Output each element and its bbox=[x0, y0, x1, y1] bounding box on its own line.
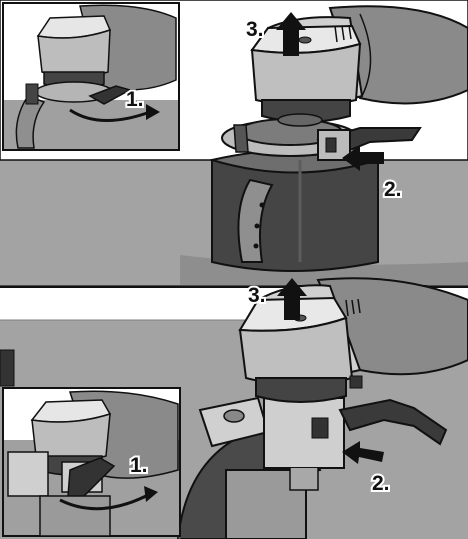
bottom-step-3-label: 3. bbox=[248, 284, 266, 307]
top-step-3-label: 3. bbox=[246, 18, 264, 41]
top-inset-step-1-label: 1. bbox=[126, 88, 144, 111]
bottom-inset bbox=[3, 388, 180, 536]
top-inset bbox=[3, 3, 179, 150]
top-panel: 3. 2. 1. bbox=[0, 0, 468, 285]
bottom-inset-step-1-label: 1. bbox=[130, 454, 148, 477]
bottom-panel: 3. 2. 1. bbox=[0, 278, 468, 539]
bottom-step-2-label: 2. bbox=[372, 472, 390, 495]
top-step-2-label: 2. bbox=[384, 178, 402, 201]
wheel-guard bbox=[212, 150, 378, 271]
